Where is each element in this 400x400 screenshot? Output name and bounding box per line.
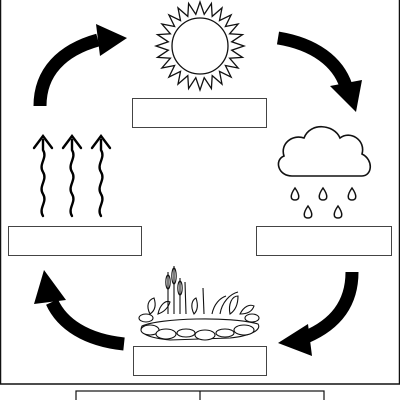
raindrops (290, 186, 357, 219)
label-box-pond[interactable] (133, 346, 267, 376)
sun-icon (153, 0, 247, 93)
label-box-sun[interactable] (132, 98, 267, 128)
vapor-arrow-2 (61, 134, 83, 218)
vapor-arrow-1 (32, 134, 54, 218)
vapor-arrow-3 (90, 134, 112, 218)
pond-stones (138, 313, 260, 341)
rain-cloud-icon (277, 125, 372, 219)
evaporation-arrows-icon (32, 134, 112, 218)
arrow-evaporation-to-sun (33, 24, 127, 107)
pond-plants-icon (138, 266, 260, 341)
arrow-pond-to-evaporation (34, 270, 125, 351)
label-box-cloud[interactable] (256, 226, 392, 256)
reeds (165, 266, 239, 315)
arrow-sun-to-cloud (276, 31, 362, 112)
arrow-cloud-to-pond (278, 271, 359, 356)
cycle-arrows (33, 24, 362, 356)
leaves (147, 295, 255, 315)
label-box-evaporation[interactable] (8, 226, 142, 256)
